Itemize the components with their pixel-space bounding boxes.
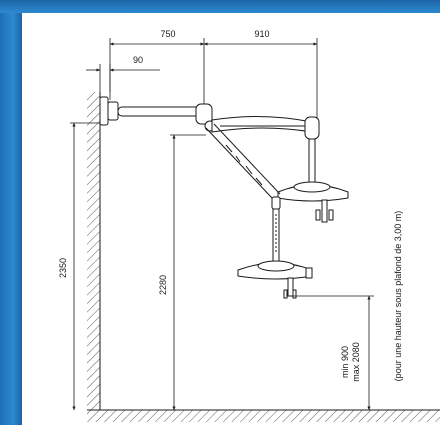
dimension-2280-label: 2280 bbox=[158, 275, 168, 295]
dimension-90-label: 90 bbox=[133, 55, 143, 65]
right-joint bbox=[304, 116, 320, 185]
lower-lamp-head bbox=[237, 260, 313, 299]
upper-lamp-head bbox=[271, 181, 349, 223]
dimension-2350-label: 2350 bbox=[58, 258, 68, 278]
dimension-max2080-label: max 2080 bbox=[351, 342, 361, 382]
wall-hatching bbox=[87, 92, 100, 410]
ceiling-height-note: (pour une hauteur sous plafond de 3,00 m… bbox=[393, 211, 403, 382]
upper-spring-arm bbox=[211, 115, 313, 133]
floor-hatching bbox=[87, 410, 440, 422]
horizontal-arm bbox=[117, 106, 207, 117]
wall-bracket bbox=[99, 96, 119, 126]
lower-vertical-rod bbox=[272, 208, 280, 265]
top-decorative-band bbox=[0, 0, 440, 13]
dimension-750-label: 750 bbox=[160, 29, 175, 39]
lower-spring-arm bbox=[205, 123, 281, 199]
left-decorative-band bbox=[0, 0, 22, 425]
dimension-min900-label: min 900 bbox=[340, 346, 350, 378]
dimension-90 bbox=[86, 64, 160, 92]
dimension-910-label: 910 bbox=[254, 29, 269, 39]
